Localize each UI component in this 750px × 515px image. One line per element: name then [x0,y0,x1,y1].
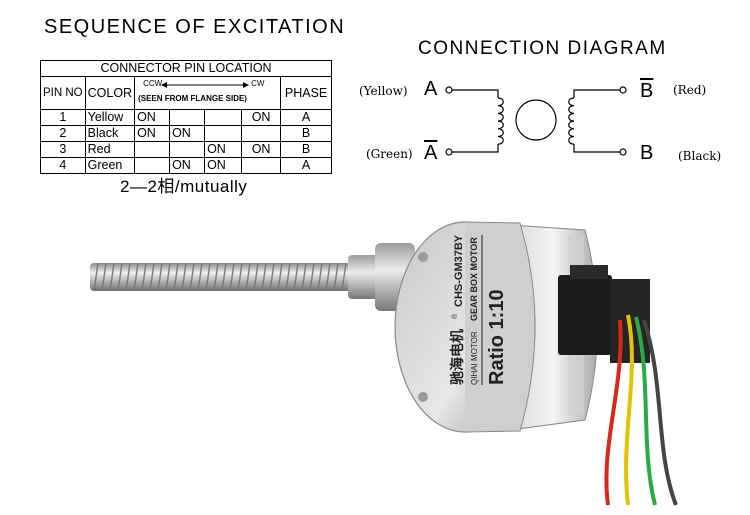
gear-motor-illustration: 驰海电机 ® CHS-GM37BY QIHAI MOTOR GEAR BOX M… [90,221,678,506]
connector-pin-location-header: CONNECTOR PIN LOCATION [39,60,333,77]
step-cell: ON [134,109,171,126]
step-cell: ON [134,125,171,142]
product-name: GEAR BOX MOTOR [469,237,479,321]
screw-thread-icon [93,262,347,292]
gearbox-label: 驰海电机 ® CHS-GM37BY QIHAI MOTOR GEAR BOX M… [449,234,508,385]
registered-mark: ® [451,313,459,319]
coil-b-icon [568,97,575,145]
wire-color: Green [84,157,136,174]
wire-color: Yellow [84,109,136,126]
step-cell: ON [241,141,282,158]
pin-a-bar-label: A [424,142,438,164]
direction-arrow-icon [161,82,250,88]
table-header-row: CONNECTOR PIN LOCATION [39,60,333,77]
black-wire [642,319,678,506]
lead-screw [90,263,380,291]
table-row: 2 Black ON ON B [40,125,333,142]
col-color: COLOR [84,76,136,110]
wire-color: Black [84,125,136,142]
excitation-title: SEQUENCE OF EXCITATION [44,16,346,38]
cw-label: CW [251,79,265,88]
pin-b-bar-label: B [640,80,654,102]
step-cell [204,125,243,142]
wire-connector [558,275,612,355]
model-number: CHS-GM37BY [453,234,465,307]
pin-number: 1 [40,109,86,126]
step-cell [169,109,206,126]
green-wire [634,316,657,506]
phase-cell: B [280,125,333,142]
phase-cell: A [280,109,333,126]
table-row: 4 Green ON ON A [40,157,333,174]
red-wire-label: (Red) [673,83,707,97]
excitation-note: 2—2相/mutually [120,177,248,196]
rotor-icon [515,99,557,141]
yellow-wire [624,314,634,506]
gear-ratio: Ratio 1:10 [486,289,508,385]
col-direction: CCW CW (SEEN FROM FLANGE SIDE) [134,76,282,110]
step-cell [134,141,171,158]
phase-cell: B [280,141,333,158]
mount-hole-icon [418,392,428,402]
column-header-row: PIN NO COLOR CCW CW (SEEN FROM FLANGE SI… [40,76,333,110]
pin-number: 3 [40,141,86,158]
step-cell: ON [169,125,206,142]
step-cell: ON [204,141,243,158]
step-cell: ON [241,109,282,126]
mount-hole-icon [418,252,428,262]
col-phase: PHASE [280,76,333,110]
step-cell [169,141,206,158]
connection-title: CONNECTION DIAGRAM [418,38,667,59]
brand-cn: 驰海电机 [449,329,465,385]
table-row: 3 Red ON ON B [40,141,333,158]
pin-number: 2 [40,125,86,142]
yellow-wire-label: (Yellow) [359,84,408,98]
table-row: 1 Yellow ON ON A [40,109,333,126]
direction-header: CCW CW (SEEN FROM FLANGE SIDE) [135,77,280,109]
brand-en: QIHAI MOTOR [470,331,479,385]
terminal-b-bar [619,86,627,94]
step-cell: ON [204,157,243,174]
pin-b-label: B [640,142,654,164]
green-wire-label: (Green) [366,147,413,161]
step-cell [241,125,282,142]
black-wire-label: (Black) [678,149,722,163]
connection-schematic [445,86,627,156]
excitation-table: CONNECTOR PIN LOCATION PIN NO COLOR CCW … [39,60,333,174]
red-wire [604,319,623,506]
pin-number: 4 [40,157,86,174]
terminal-a-bar [445,148,453,156]
terminal-b [619,148,627,156]
ccw-label: CCW [143,79,163,88]
seen-from-label: (SEEN FROM FLANGE SIDE) [138,94,247,103]
pin-a-label: A [424,78,438,100]
coil-a-icon [497,97,504,145]
terminal-a [445,86,453,94]
step-cell [204,109,243,126]
col-pin-no: PIN NO [40,76,86,110]
wire-color: Red [84,141,136,158]
phase-cell: A [280,157,333,174]
